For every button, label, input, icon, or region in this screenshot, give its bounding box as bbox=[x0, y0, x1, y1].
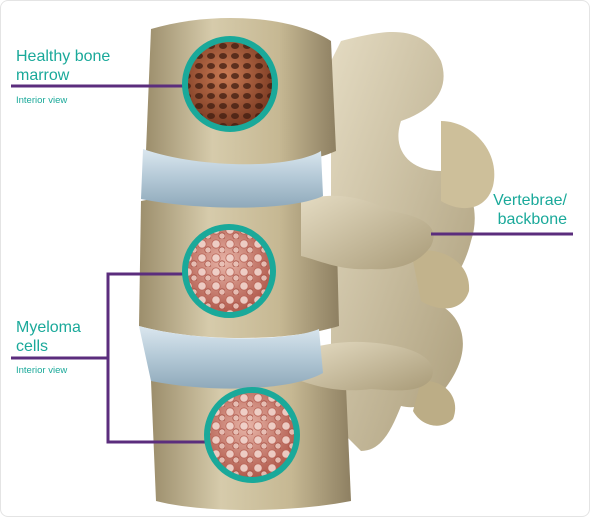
callout-lines bbox=[11, 84, 573, 444]
myeloma-bracket-line bbox=[106, 272, 209, 444]
intervertebral-discs bbox=[139, 149, 323, 389]
healthy-marrow-sublabel: Interior view bbox=[16, 95, 68, 106]
vertebrae-label: Vertebrae/ backbone bbox=[493, 192, 567, 228]
myeloma-cells-icon-lower bbox=[204, 387, 300, 483]
healthy-marrow-icon bbox=[182, 36, 278, 132]
myeloma-cells-sublabel: Interior view bbox=[16, 365, 68, 376]
myeloma-cells-label: Myeloma cells bbox=[16, 319, 81, 355]
healthy-marrow-label: Healthy bone marrow bbox=[16, 48, 111, 84]
myeloma-cells-icon bbox=[182, 224, 276, 318]
